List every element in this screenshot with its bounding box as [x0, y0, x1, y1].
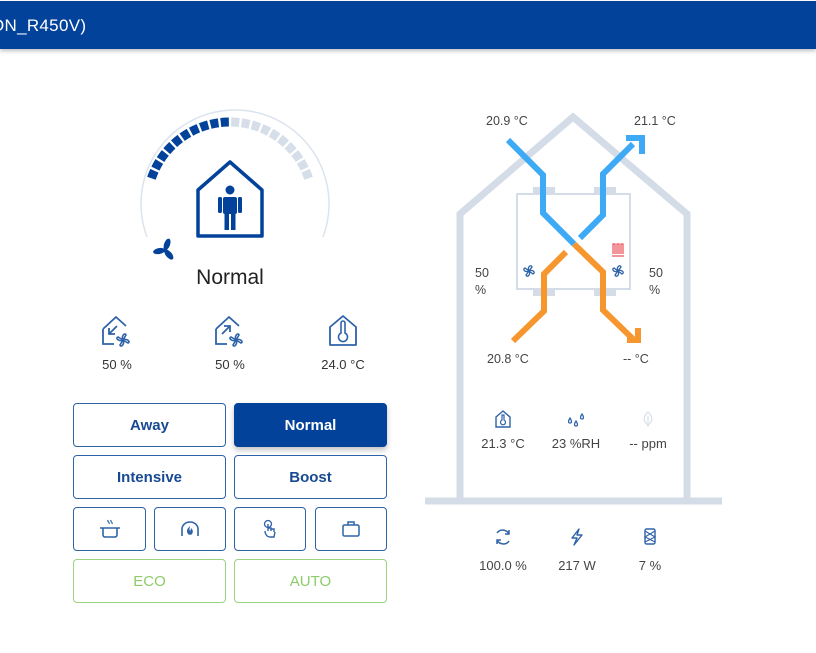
gauge-segment — [156, 150, 169, 163]
gauge-segment — [276, 134, 290, 148]
extract-air-flow — [510, 249, 569, 344]
gauge-segment — [291, 150, 304, 163]
co2-leaf-icon — [643, 411, 653, 427]
cooker-hood-button[interactable] — [73, 507, 146, 551]
fireplace-icon — [181, 521, 199, 536]
gauge-segment — [220, 117, 229, 127]
gauge-segment — [301, 168, 313, 180]
extract-fan-house-icon — [215, 316, 243, 347]
auto-button[interactable]: AUTO — [234, 559, 387, 603]
house-outline — [456, 112, 691, 500]
indoor-temp-stat: 24.0 °C — [303, 313, 383, 372]
extract-fan-stat: 50 % — [190, 313, 270, 372]
filter-icon — [643, 528, 657, 545]
mode-intensive-button[interactable]: Intensive — [73, 455, 226, 499]
mode-away-button[interactable]: Away — [73, 403, 226, 447]
fan-speed-gauge — [120, 95, 340, 265]
supply-fan-value: 50 % — [102, 357, 132, 372]
current-mode-label: Normal — [196, 266, 264, 289]
gauge-segment — [296, 159, 309, 171]
humidity-sensor: 23 %RH — [536, 410, 616, 451]
filter-stat: 7 % — [610, 527, 690, 573]
outdoor-air-temp: 20.9 °C — [486, 114, 528, 128]
supply-fan-unit: % — [475, 283, 487, 297]
exhaust-arrow-head — [626, 135, 645, 154]
gauge-segment — [188, 124, 201, 136]
heat-exchanger-stat: 100.0 % — [463, 527, 543, 573]
holiday-suitcase-icon — [342, 521, 360, 537]
supply-fan-percent: 50 — [475, 266, 489, 280]
gauge-segment — [151, 159, 164, 171]
heater-icon — [612, 243, 624, 257]
exhaust-air-temp: 21.1 °C — [634, 114, 676, 128]
humidity-value: 23 %RH — [551, 436, 601, 451]
room-temp-value: 21.3 °C — [481, 436, 525, 451]
co2-sensor: -- ppm — [608, 410, 688, 451]
ventilation-diagram: 20.9 °C 21.1 °C 50 % 50 % 20.8 °C -- °C — [420, 100, 730, 520]
indoor-temperature-icon — [329, 315, 357, 346]
gauge-segment — [209, 118, 220, 129]
heat-exchanger-rotation-icon — [496, 529, 510, 545]
exhaust-air-flow — [577, 141, 636, 241]
house-person-icon — [196, 160, 264, 238]
gauge-segment — [250, 120, 262, 132]
extract-fan-value: 50 % — [215, 357, 245, 372]
fan-icon — [153, 238, 174, 260]
extract-air-temp: -- °C — [623, 352, 649, 366]
gauge-segment — [231, 117, 240, 127]
gauge-segment — [198, 120, 210, 132]
room-temp-sensor: 21.3 °C — [463, 410, 543, 451]
heat-exchanger-value: 100.0 % — [479, 558, 527, 573]
gauge-segment — [240, 118, 251, 129]
supply-fan-stat: 50 % — [77, 313, 157, 372]
gauge-segment — [284, 142, 297, 155]
gauge-segment — [163, 142, 176, 155]
gauge-outer-arc — [140, 109, 330, 238]
humidity-icon — [567, 412, 585, 427]
eco-button[interactable]: ECO — [73, 559, 226, 603]
supply-fan-house-icon — [102, 316, 130, 347]
manual-mode-button[interactable] — [234, 507, 306, 551]
holiday-button[interactable] — [315, 507, 387, 551]
power-stat: 217 W — [537, 527, 617, 573]
supply-air-flow — [571, 241, 637, 343]
manual-touch-icon — [263, 519, 276, 538]
outdoor-air-flow — [505, 137, 577, 247]
device-title: ON_R450V) — [0, 16, 87, 35]
gauge-segments — [147, 117, 313, 180]
power-icon — [571, 528, 583, 546]
gauge-segment — [259, 124, 272, 136]
indoor-temp-value: 24.0 °C — [321, 357, 365, 372]
gauge-segment — [268, 128, 281, 141]
extract-fan-icon — [612, 265, 624, 277]
gauge-segment — [147, 168, 159, 180]
gauge-segment — [170, 134, 184, 148]
supply-arrow-head — [627, 328, 641, 343]
app-header: ON_R450V) — [0, 1, 816, 49]
filter-value: 7 % — [638, 558, 662, 573]
gauge-segment — [179, 128, 192, 141]
mode-boost-button[interactable]: Boost — [234, 455, 387, 499]
ventilation-unit — [516, 193, 631, 290]
room-temperature-icon — [495, 410, 511, 428]
mode-normal-button[interactable]: Normal — [234, 403, 387, 447]
supply-air-temp: 20.8 °C — [487, 352, 529, 366]
supply-fan-icon — [523, 265, 535, 277]
extract-fan-unit: % — [649, 283, 661, 297]
cooker-hood-icon — [99, 519, 120, 538]
power-value: 217 W — [558, 558, 596, 573]
co2-value: -- ppm — [629, 436, 667, 451]
extract-fan-percent: 50 — [649, 266, 663, 280]
fireplace-button[interactable] — [154, 507, 226, 551]
